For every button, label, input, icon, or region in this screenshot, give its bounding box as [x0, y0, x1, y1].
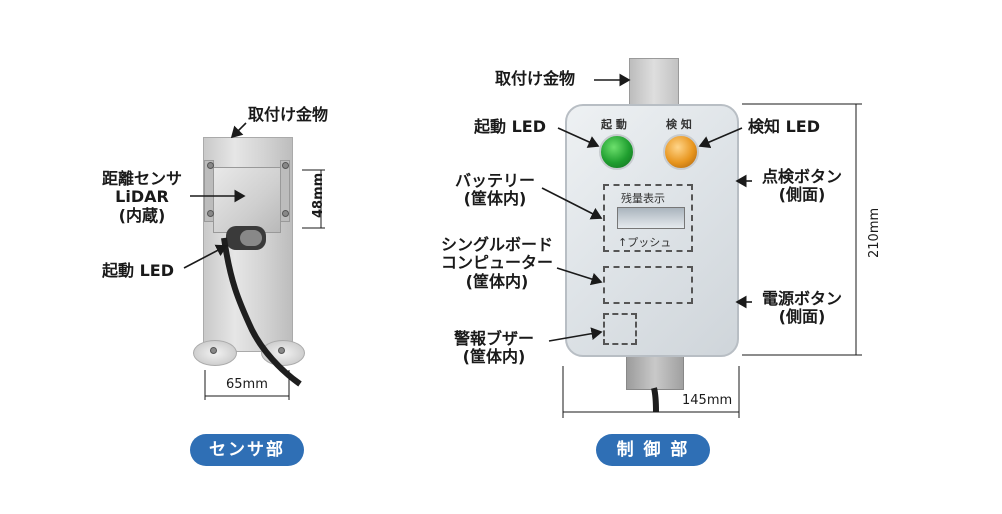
screw-icon: [282, 210, 289, 217]
inspect-button-label: 点検ボタン (側面): [752, 167, 852, 205]
sensor-lidar-label-line2: LiDAR: [115, 187, 169, 207]
lidar-sensor-housing: [213, 167, 281, 233]
power-button-label-main: 電源ボタン: [761, 289, 842, 308]
sensor-dim-height: 48mm: [311, 172, 326, 218]
screw-icon: [278, 347, 285, 354]
detect-led-orange: [663, 134, 699, 170]
buzzer-label-sub: (筐体内): [462, 347, 526, 367]
inspect-button-label-sub: (側面): [778, 185, 826, 205]
sensor-unit-badge: センサ部: [190, 434, 304, 466]
control-cable: [651, 387, 659, 413]
arrow-sensor-mount: [230, 122, 247, 139]
screw-icon: [207, 210, 214, 217]
sensor-led: [240, 230, 262, 246]
battery-label-main: バッテリー: [454, 171, 535, 190]
board-label: シングルボード コンピューター (筐体内): [436, 235, 558, 291]
sensor-lidar-label-line1: 距離センサ: [101, 169, 182, 188]
battery-label: バッテリー (筐体内): [440, 171, 550, 209]
control-unit-badge: 制 御 部: [596, 434, 710, 466]
sensor-led-label: 起動 LED: [102, 261, 174, 280]
screw-icon: [210, 347, 217, 354]
control-cable-gland: [626, 356, 684, 390]
face-label-start: 起 動: [601, 118, 627, 131]
sensor-mount-label: 取付け金物: [248, 105, 329, 124]
power-button-label: 電源ボタン (側面): [752, 289, 852, 327]
sensor-lidar-label-line3: (内蔵): [118, 205, 166, 225]
battery-indicator-window: [617, 207, 685, 229]
battery-label-sub: (筐体内): [463, 189, 527, 209]
board-outline: [603, 266, 693, 304]
control-mount-bracket: [629, 58, 679, 110]
battery-outline: [603, 184, 693, 252]
control-dim-height: 210mm: [867, 207, 882, 258]
sensor-dim-width: 65mm: [226, 377, 268, 392]
board-label-line2: コンピューター: [440, 253, 553, 273]
power-button-label-sub: (側面): [778, 307, 826, 327]
board-label-line1: シングルボード: [440, 235, 553, 254]
sensor-lidar-label: 距離センサ LiDAR (内蔵): [94, 169, 190, 225]
buzzer-outline: [603, 313, 637, 345]
buzzer-label: 警報ブザー (筐体内): [444, 329, 544, 367]
buzzer-label-main: 警報ブザー: [453, 329, 534, 348]
screw-icon: [282, 162, 289, 169]
control-dim-width: 145mm: [682, 393, 733, 408]
face-label-detect: 検 知: [666, 118, 692, 131]
detect-led-label: 検知 LED: [748, 117, 820, 136]
start-led-green: [599, 134, 635, 170]
board-label-sub: (筐体内): [465, 271, 529, 291]
screw-icon: [207, 162, 214, 169]
control-mount-label: 取付け金物: [495, 69, 576, 88]
remaining-label: 残量表示: [621, 192, 665, 205]
inspect-button-label-main: 点検ボタン: [761, 167, 842, 186]
push-label: ↑プッシュ: [618, 236, 672, 249]
start-led-label: 起動 LED: [474, 117, 546, 136]
